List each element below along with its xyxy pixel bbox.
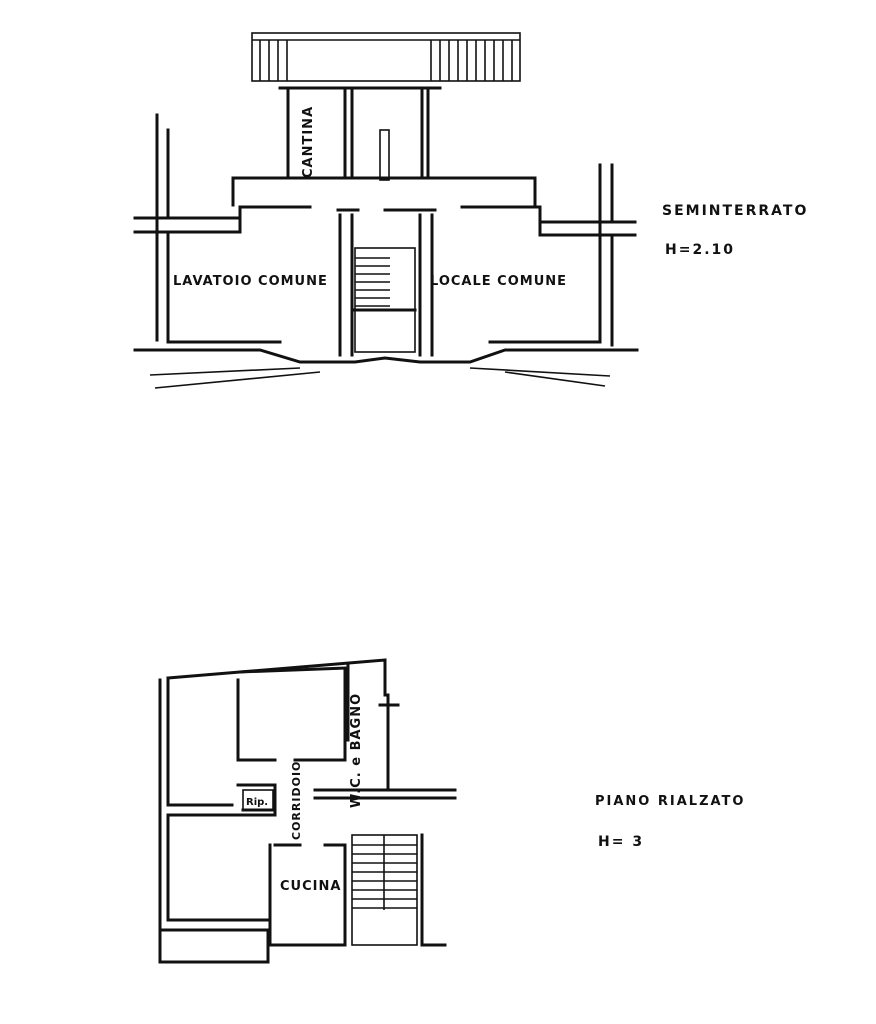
room-label-cucina: CUCINA	[280, 879, 341, 894]
raised-floor-height: H= 3	[598, 834, 644, 850]
room-label-lavatoio: LAVATOIO COMUNE	[173, 274, 328, 289]
stairs	[353, 247, 417, 353]
basement-title: SEMINTERRATO	[662, 203, 808, 219]
room-label-wc-bagno: W.C. e BAGNO	[349, 693, 364, 808]
basement-plan: CANTINA LAVATOIO COMUNE LOCALE COMUNE SE…	[133, 32, 808, 389]
room-label-cantina: CANTINA	[301, 106, 316, 178]
raised-floor-plan: W.C. e BAGNO CORRIDOIO Rip. CUCINA PIANO…	[158, 658, 745, 964]
room-label-ripostiglio: Rip.	[246, 797, 268, 808]
room-label-locale: LOCALE COMUNE	[430, 274, 567, 289]
basement-height: H=2.10	[665, 242, 735, 258]
room-label-corridoio: CORRIDOIO	[290, 761, 303, 840]
stairs	[351, 833, 447, 947]
raised-floor-title: PIANO RIALZATO	[595, 794, 745, 809]
hatched-top-band	[251, 32, 521, 82]
